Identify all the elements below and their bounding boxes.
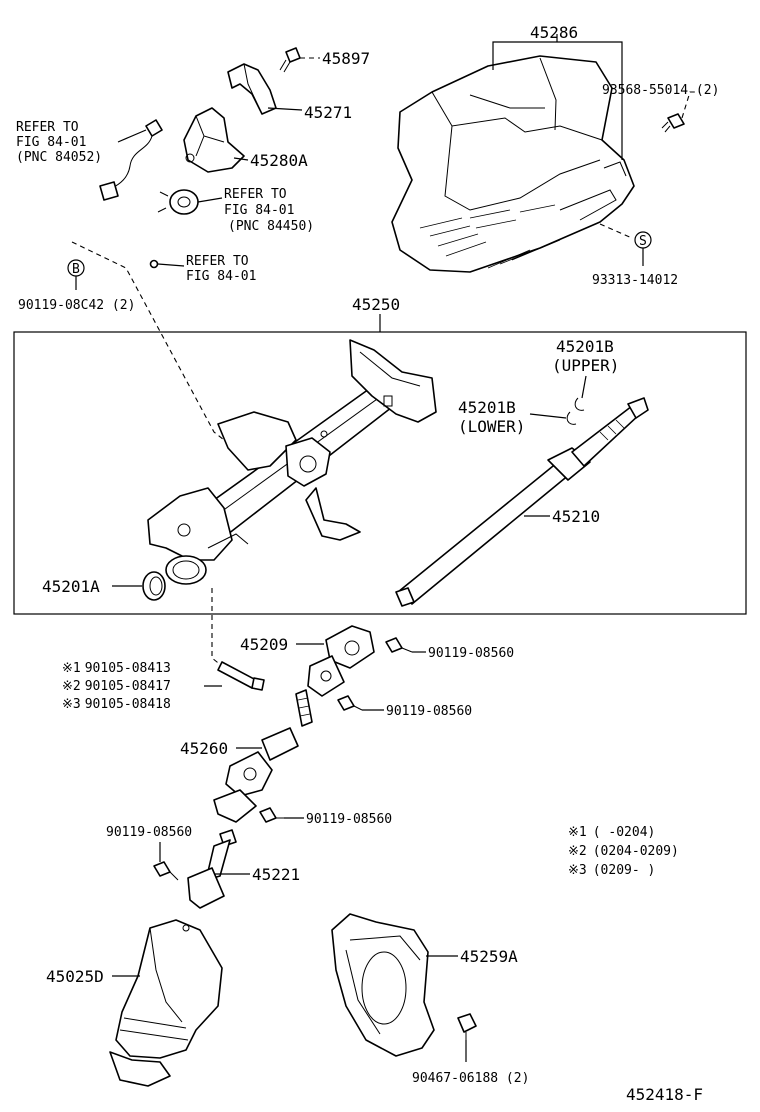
badge-s-letter: S [639,234,647,249]
label-90119-08560-a: 90119-08560 [428,646,514,661]
clip-45201B-lower [566,411,577,425]
label-45201B-upper-num: 45201B [556,337,614,356]
leader-45280A [233,157,249,161]
date-legend-1: ※1( -0204) [568,825,655,840]
label-45897: 45897 [322,49,370,68]
label-45260: 45260 [180,739,228,758]
lower-cover-45259A [331,913,435,1057]
label-45025D: 45025D [46,967,104,986]
label-90467-06188: 90467-06188 (2) [412,1071,529,1086]
leader-45201B-lower [529,413,567,419]
lock-cylinder-84450 [157,189,199,215]
label-45259A: 45259A [460,947,518,966]
diagram-id: 452418-F [626,1085,703,1104]
seal-45201A [142,571,166,601]
screw-45897-icon [279,47,301,73]
label-45271: 45271 [304,103,352,122]
long-bolt-icon [217,661,265,691]
label-45201B-lower-num: 45201B [458,398,516,417]
lock-housing-45280A [183,107,245,173]
bolt-90119-a-icon [385,637,413,653]
date-legend-2: ※2(0204-0209) [568,844,679,859]
bolt-90119-d-icon [153,861,179,881]
screw-93568-icon [661,113,685,133]
intermediate-shaft-45260 [213,689,313,823]
leader-45286 [492,34,623,160]
label-90119-08560-b: 90119-08560 [386,704,472,719]
clip-90467-icon [457,1013,477,1040]
leader-93568 [681,91,700,119]
label-93313-14012: 93313-14012 [592,273,678,288]
universal-joint-45209 [307,625,375,697]
label-45201B-lower: (LOWER) [458,417,525,436]
leader-refer-84-01 [157,263,185,267]
switch-wire-84052 [99,119,163,201]
leader-dashed-bolt [211,588,223,667]
badge-b-letter: B [72,262,80,277]
label-90119-08560-c: 90119-08560 [306,812,392,827]
label-45209: 45209 [240,635,288,654]
refer-84450-line1: REFER TO [224,187,287,202]
column-boot-45025D [109,919,223,1087]
refer-8401-line2: FIG 84-01 [186,269,256,284]
refer-84052-line1: REFER TO [16,120,79,135]
refer-8401-line1: REFER TO [186,254,249,269]
label-90119-08560-d: 90119-08560 [106,825,192,840]
label-45201A: 45201A [42,577,100,596]
leader-45271 [267,107,303,111]
assembly-frame-45250 [13,331,747,615]
label-45286: 45286 [530,23,578,42]
column-cover-45286 [391,55,635,273]
label-90119-08C42: 90119-08C42 (2) [18,298,135,313]
refer-84450-line2: FIG 84-01 [224,203,294,218]
label-45210: 45210 [552,507,600,526]
leader-refer-84450 [197,197,223,203]
clip-45201B-upper [574,397,585,411]
refer-84052-line3: (PNC 84052) [16,150,102,165]
leader-93313 [599,223,633,239]
refer-84450-line3: (PNC 84450) [228,219,314,234]
bolt-90119-b-icon [337,695,363,711]
lower-shaft-45221 [187,829,237,909]
date-legend-3: ※3(0209- ) [568,863,655,878]
bracket-45271 [227,63,277,115]
label-93568-55014: 93568-55014 (2) [602,83,719,98]
bolt-90119-c-icon [259,807,284,823]
column-tube-assembly [147,339,437,585]
leader-45201B-upper [581,375,587,399]
main-shaft-45210 [395,397,649,607]
label-45201B-upper: (UPPER) [552,356,619,375]
refer-84052-line2: FIG 84-01 [16,135,86,150]
small-screw-icon [149,259,159,269]
label-45280A: 45280A [250,151,308,170]
label-45250: 45250 [352,295,400,314]
label-45221: 45221 [252,865,300,884]
date-legend: ※1( -0204) ※2(0204-0209) ※3(0209- ) [568,825,679,878]
leader-refer-84052 [117,129,147,143]
